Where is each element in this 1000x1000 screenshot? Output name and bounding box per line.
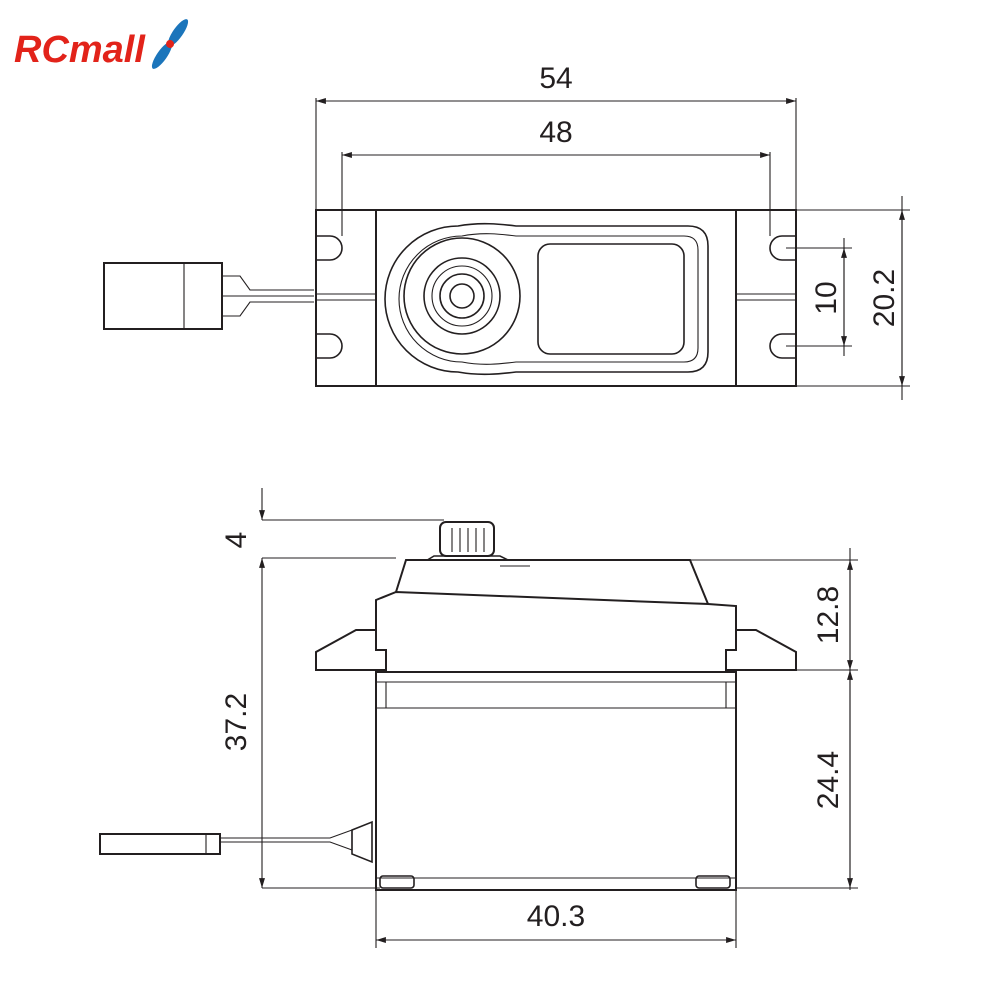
dimension-hole-pitch: 10 — [786, 238, 852, 356]
side-lower-case — [375, 671, 737, 891]
output-spline-icon — [403, 237, 521, 355]
side-connector-plug — [99, 833, 221, 855]
dimension-lower-height: 24.4 — [736, 670, 858, 889]
propeller-icon — [151, 19, 189, 69]
side-view: 4 37.2 12.8 24.4 40.3 — [99, 488, 858, 948]
dim-12-8-label: 12.8 — [812, 586, 845, 644]
rcmall-logo: RCmall — [14, 19, 189, 71]
side-foot-right — [695, 875, 731, 889]
side-foot-left — [379, 875, 415, 889]
top-view: 54 48 20.2 10 — [103, 62, 910, 400]
side-output-spline-icon — [423, 521, 513, 563]
logo-text: RCmall — [14, 29, 146, 71]
label-window — [537, 243, 685, 355]
mounting-holes-left — [316, 235, 343, 359]
dim-20-2-label: 20.2 — [868, 269, 901, 327]
gear-cover — [384, 222, 709, 376]
dim-40-3-label: 40.3 — [527, 900, 585, 933]
side-flange-right — [725, 629, 797, 671]
connector-plug — [103, 262, 223, 330]
dimension-total-height: 37.2 — [220, 558, 380, 889]
dimension-spline-height: 4 — [220, 488, 444, 559]
dim-48-label: 48 — [539, 116, 572, 149]
dimension-body-width: 40.3 — [375, 890, 737, 948]
side-upper-case — [375, 590, 737, 673]
dim-54-label: 54 — [539, 62, 572, 95]
mounting-holes-right — [769, 235, 796, 359]
side-flange-left — [315, 629, 387, 671]
dimension-height: 20.2 — [796, 196, 910, 400]
dim-4-label: 4 — [220, 532, 253, 549]
dimension-overall-width: 54 — [315, 62, 797, 210]
dim-10-label: 10 — [810, 281, 843, 314]
dim-24-4-label: 24.4 — [812, 751, 845, 809]
dimension-hole-spacing: 48 — [341, 116, 771, 236]
dim-37-2-label: 37.2 — [220, 693, 253, 751]
